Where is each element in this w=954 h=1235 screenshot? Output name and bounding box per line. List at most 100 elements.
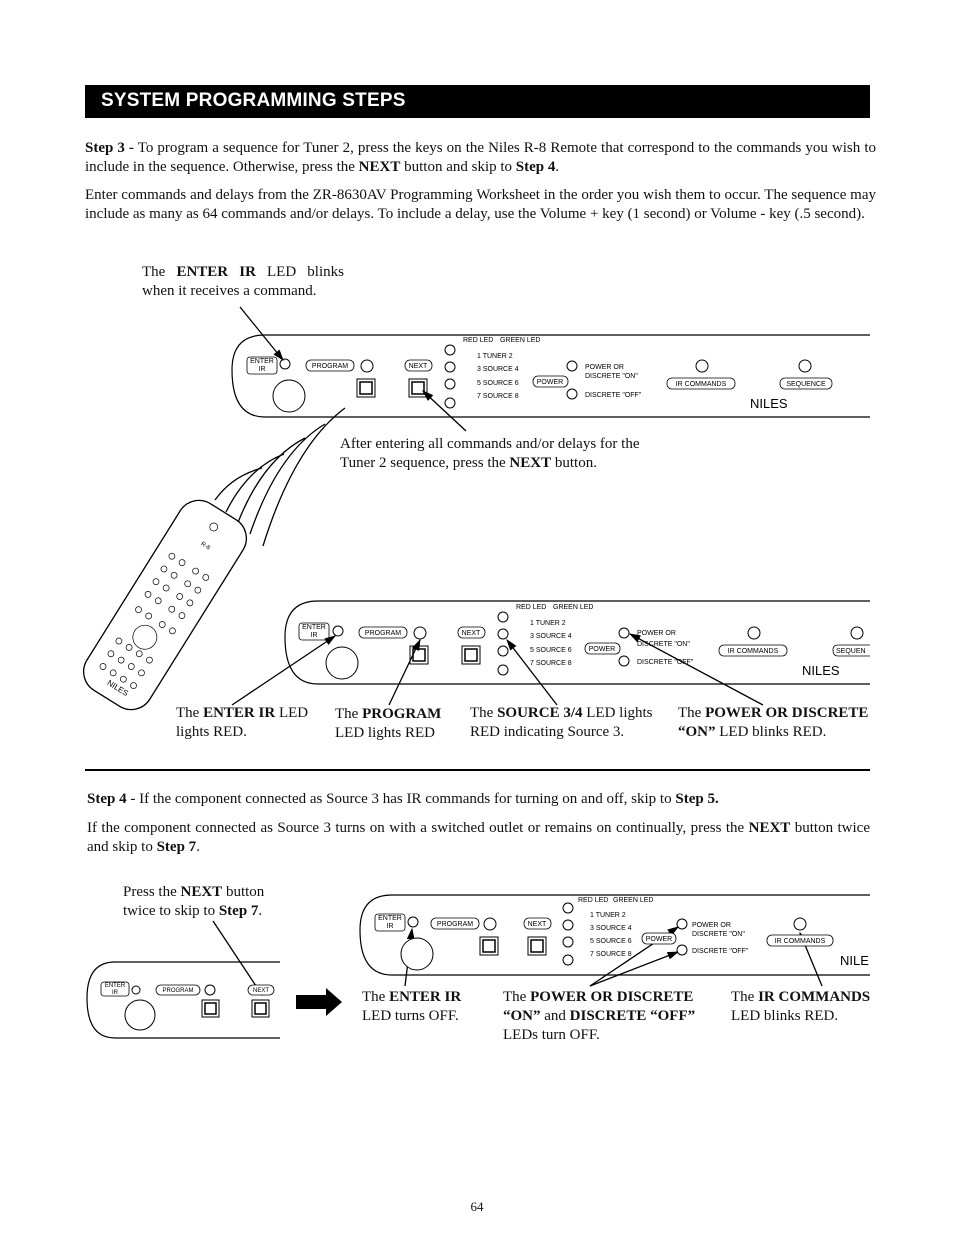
svg-text:1 TUNER 2: 1 TUNER 2 bbox=[590, 912, 626, 919]
caption-source-red: The SOURCE 3/4 LED lights RED indicating… bbox=[470, 704, 660, 742]
svg-text:3 SOURCE 4: 3 SOURCE 4 bbox=[590, 925, 632, 932]
svg-text:SEQUENCE: SEQUENCE bbox=[786, 381, 826, 388]
svg-text:1 TUNER 2: 1 TUNER 2 bbox=[477, 353, 513, 360]
caption-bold: Step 7 bbox=[218, 903, 259, 919]
svg-text:ENTER: ENTER bbox=[105, 983, 126, 989]
svg-text:DISCRETE "OFF": DISCRETE "OFF" bbox=[637, 659, 694, 666]
step4-text: If the component connected as Source 3 t… bbox=[87, 820, 749, 836]
caption-text: LEDs turn OFF. bbox=[503, 1027, 600, 1043]
caption-bold: ENTER IR bbox=[176, 264, 256, 280]
section-divider bbox=[85, 769, 870, 771]
step5-ref: Step 5. bbox=[675, 791, 719, 807]
svg-text:GREEN LED: GREEN LED bbox=[613, 897, 653, 904]
step4-ref: Step 4 bbox=[515, 158, 556, 175]
step4-paragraph: Step 4 - If the component connected as S… bbox=[87, 790, 872, 809]
svg-text:NEXT: NEXT bbox=[462, 630, 481, 637]
caption-bold: POWER OR DISCRETE “ON” bbox=[503, 989, 694, 1024]
caption-text: The bbox=[678, 705, 706, 721]
caption-bold: POWER OR DISCRETE “ON” bbox=[678, 705, 869, 740]
svg-text:POWER OR: POWER OR bbox=[637, 630, 676, 637]
caption-text: and bbox=[540, 1008, 570, 1024]
caption-after-entering: After entering all commands and/or delay… bbox=[340, 435, 640, 473]
panel-bottom: ENTER IR PROGRAM NEXT RED LED GREEN LED … bbox=[359, 894, 870, 976]
svg-text:1 TUNER 2: 1 TUNER 2 bbox=[530, 620, 566, 627]
caption-bold: IR COMMANDS bbox=[758, 989, 871, 1005]
step4-label: Step 4 bbox=[87, 791, 127, 807]
svg-text:RED LED: RED LED bbox=[516, 604, 546, 611]
caption-ir-blink: The IR COMMANDS LED blinks RED. bbox=[731, 988, 871, 1026]
caption-bold: PROGRAM bbox=[362, 706, 442, 722]
ir-waves bbox=[214, 407, 346, 547]
caption-bold: ENTER IR bbox=[389, 989, 462, 1005]
caption-enter-off: The ENTER IR LED turns OFF. bbox=[362, 988, 472, 1026]
svg-text:POWER: POWER bbox=[537, 379, 563, 386]
green-led-label: GREEN LED bbox=[500, 337, 540, 344]
step3-text-2: button and skip to bbox=[400, 158, 516, 175]
svg-text:ENTER: ENTER bbox=[378, 915, 402, 922]
svg-text:NILE: NILE bbox=[840, 953, 869, 968]
red-led-label: RED LED bbox=[463, 337, 493, 344]
caption-bold: DISCRETE “OFF” bbox=[569, 1008, 696, 1024]
page-number: 64 bbox=[470, 1199, 484, 1214]
svg-text:DISCRETE "OFF": DISCRETE "OFF" bbox=[692, 948, 749, 955]
caption-text: LED blinks RED. bbox=[715, 724, 827, 740]
caption-text: The bbox=[362, 989, 390, 1005]
next-keyword: NEXT bbox=[748, 820, 791, 836]
caption-enter-blink: The ENTER IR LED blinks when it receives… bbox=[142, 263, 344, 301]
step7-ref: Step 7 bbox=[156, 838, 197, 855]
svg-text:GREEN LED: GREEN LED bbox=[553, 604, 593, 611]
panel-small: ENTER IR PROGRAM NEXT bbox=[86, 961, 280, 1039]
panel-middle: ENTER IR PROGRAM NEXT RED LED GREEN LED … bbox=[284, 600, 870, 685]
caption-text: The bbox=[731, 989, 759, 1005]
svg-text:IR COMMANDS: IR COMMANDS bbox=[676, 381, 727, 388]
caption-bold: ENTER IR bbox=[203, 705, 276, 721]
caption-power-blink: The POWER OR DISCRETE “ON” LED blinks RE… bbox=[678, 704, 870, 742]
svg-text:5 SOURCE 6: 5 SOURCE 6 bbox=[530, 647, 572, 654]
svg-text:NEXT: NEXT bbox=[253, 988, 269, 994]
svg-text:3 SOURCE 4: 3 SOURCE 4 bbox=[477, 366, 519, 373]
svg-text:POWER: POWER bbox=[589, 646, 615, 653]
svg-text:IR: IR bbox=[112, 990, 119, 996]
svg-text:PROGRAM: PROGRAM bbox=[437, 921, 473, 928]
svg-text:IR COMMANDS: IR COMMANDS bbox=[728, 648, 779, 655]
caption-text: LED turns OFF. bbox=[362, 1008, 459, 1024]
svg-text:DISCRETE "OFF": DISCRETE "OFF" bbox=[585, 392, 642, 399]
program-label: PROGRAM bbox=[312, 363, 348, 370]
caption-text: The bbox=[142, 264, 177, 280]
step4-text: - If the component connected as Source 3… bbox=[126, 791, 676, 807]
caption-power-off: The POWER OR DISCRETE “ON” and DISCRETE … bbox=[503, 988, 698, 1045]
svg-text:DISCRETE "ON": DISCRETE "ON" bbox=[585, 373, 638, 380]
caption-press-next: Press the NEXT button twice to skip to S… bbox=[123, 883, 283, 921]
caption-text: LED lights RED bbox=[335, 725, 435, 741]
caption-program-red: The PROGRAM LED lights RED bbox=[335, 705, 457, 743]
enter-label: ENTER bbox=[250, 358, 274, 365]
svg-text:IR COMMANDS: IR COMMANDS bbox=[775, 938, 826, 945]
svg-text:IR: IR bbox=[387, 923, 394, 930]
caption-text: LED lights RED. bbox=[176, 705, 309, 740]
svg-text:POWER: POWER bbox=[646, 936, 672, 943]
svg-text:7 SOURCE 8: 7 SOURCE 8 bbox=[590, 951, 632, 958]
svg-text:DISCRETE "ON": DISCRETE "ON" bbox=[637, 641, 690, 648]
caption-text: The bbox=[503, 989, 531, 1005]
step4-paragraph-2: If the component connected as Source 3 t… bbox=[87, 819, 870, 856]
step3-paragraph: Step 3 - To program a sequence for Tuner… bbox=[85, 139, 876, 176]
svg-text:5 SOURCE 6: 5 SOURCE 6 bbox=[590, 938, 632, 945]
caption-enter-red: The ENTER IR LED lights RED. bbox=[176, 704, 310, 742]
svg-text:ENTER: ENTER bbox=[302, 624, 326, 631]
svg-text:3 SOURCE 4: 3 SOURCE 4 bbox=[530, 633, 572, 640]
caption-text: button twice to skip to bbox=[123, 884, 265, 919]
ir-label: IR bbox=[259, 366, 266, 373]
svg-text:POWER OR: POWER OR bbox=[585, 364, 624, 371]
step3-text: To program a sequence for Tuner 2, press… bbox=[85, 140, 876, 175]
svg-text:POWER OR: POWER OR bbox=[692, 922, 731, 929]
next-label: NEXT bbox=[409, 363, 428, 370]
remote-control: NILES R-8 bbox=[82, 499, 248, 711]
svg-text:7 SOURCE 8: 7 SOURCE 8 bbox=[530, 660, 572, 667]
step4-text: button twice and skip to bbox=[87, 820, 870, 855]
next-keyword: NEXT bbox=[358, 158, 401, 175]
caption-text: The bbox=[176, 705, 204, 721]
caption-bold: SOURCE 3/4 bbox=[497, 705, 583, 721]
caption-text: LED blinks RED. bbox=[731, 1008, 839, 1024]
caption-bold: NEXT bbox=[509, 455, 552, 471]
